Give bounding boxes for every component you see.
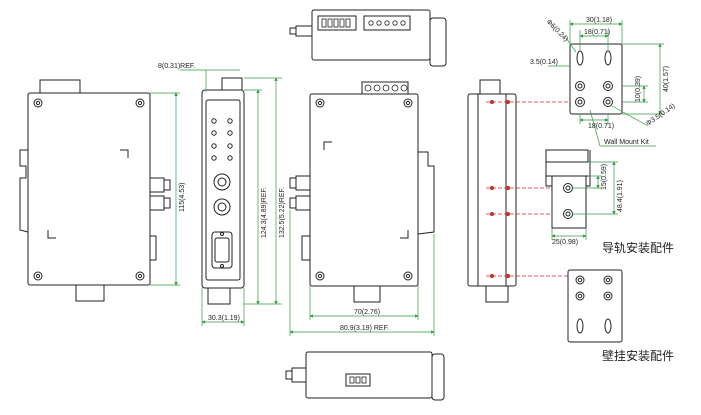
dim-ref-top: 8(0.31)REF. bbox=[158, 63, 195, 70]
dim-width-70: 70(2.76) bbox=[354, 309, 380, 316]
bottom-view bbox=[285, 351, 445, 401]
front-view bbox=[201, 77, 245, 305]
dim-height-115: 115(4.53) bbox=[179, 183, 186, 212]
profile-view bbox=[467, 79, 517, 303]
wall-hang-kit-drawing bbox=[567, 269, 623, 343]
dim-wall-3-5: 3.5(0.14) bbox=[530, 59, 558, 66]
label-wall-mount-kit: Wall Mount Kit bbox=[604, 139, 649, 146]
dim-wall-10: 10(0.39) bbox=[635, 76, 642, 102]
dim-wall-30: 30(1.18) bbox=[586, 17, 612, 24]
dimension-lines bbox=[150, 20, 664, 336]
wall-mount-kit-drawing bbox=[569, 43, 623, 115]
dim-wall-40: 40(1.57) bbox=[663, 66, 670, 92]
dim-height-132: 132.5(5.22)REF. bbox=[279, 187, 286, 238]
right-side-view bbox=[289, 81, 435, 303]
top-view bbox=[289, 9, 447, 67]
dim-width-30: 30.3(1.19) bbox=[208, 315, 240, 322]
dim-wall-18-bottom: 18(0.71) bbox=[588, 123, 614, 130]
dim-width-80: 80.9(3.19) REF. bbox=[340, 325, 389, 332]
dim-rail-48: 48.4(1.91) bbox=[617, 180, 624, 212]
din-rail-kit-drawing bbox=[545, 149, 591, 229]
dim-rail-15: 15(0.59) bbox=[601, 164, 608, 190]
dim-wall-dia3-5: Φ3.5(0.14) bbox=[645, 103, 677, 128]
dim-height-124: 124.3(4.89)REF. bbox=[261, 187, 268, 238]
dim-rail-25: 25(0.98) bbox=[552, 239, 578, 246]
dim-wall-dia6: Φ6(0.24) bbox=[545, 18, 570, 43]
label-wall-hang-kit: 壁挂安装配件 bbox=[602, 348, 674, 363]
label-din-rail-kit: 导轨安装配件 bbox=[602, 240, 674, 255]
left-side-view bbox=[19, 79, 171, 302]
dim-wall-18-top: 18(0.71) bbox=[584, 29, 610, 36]
